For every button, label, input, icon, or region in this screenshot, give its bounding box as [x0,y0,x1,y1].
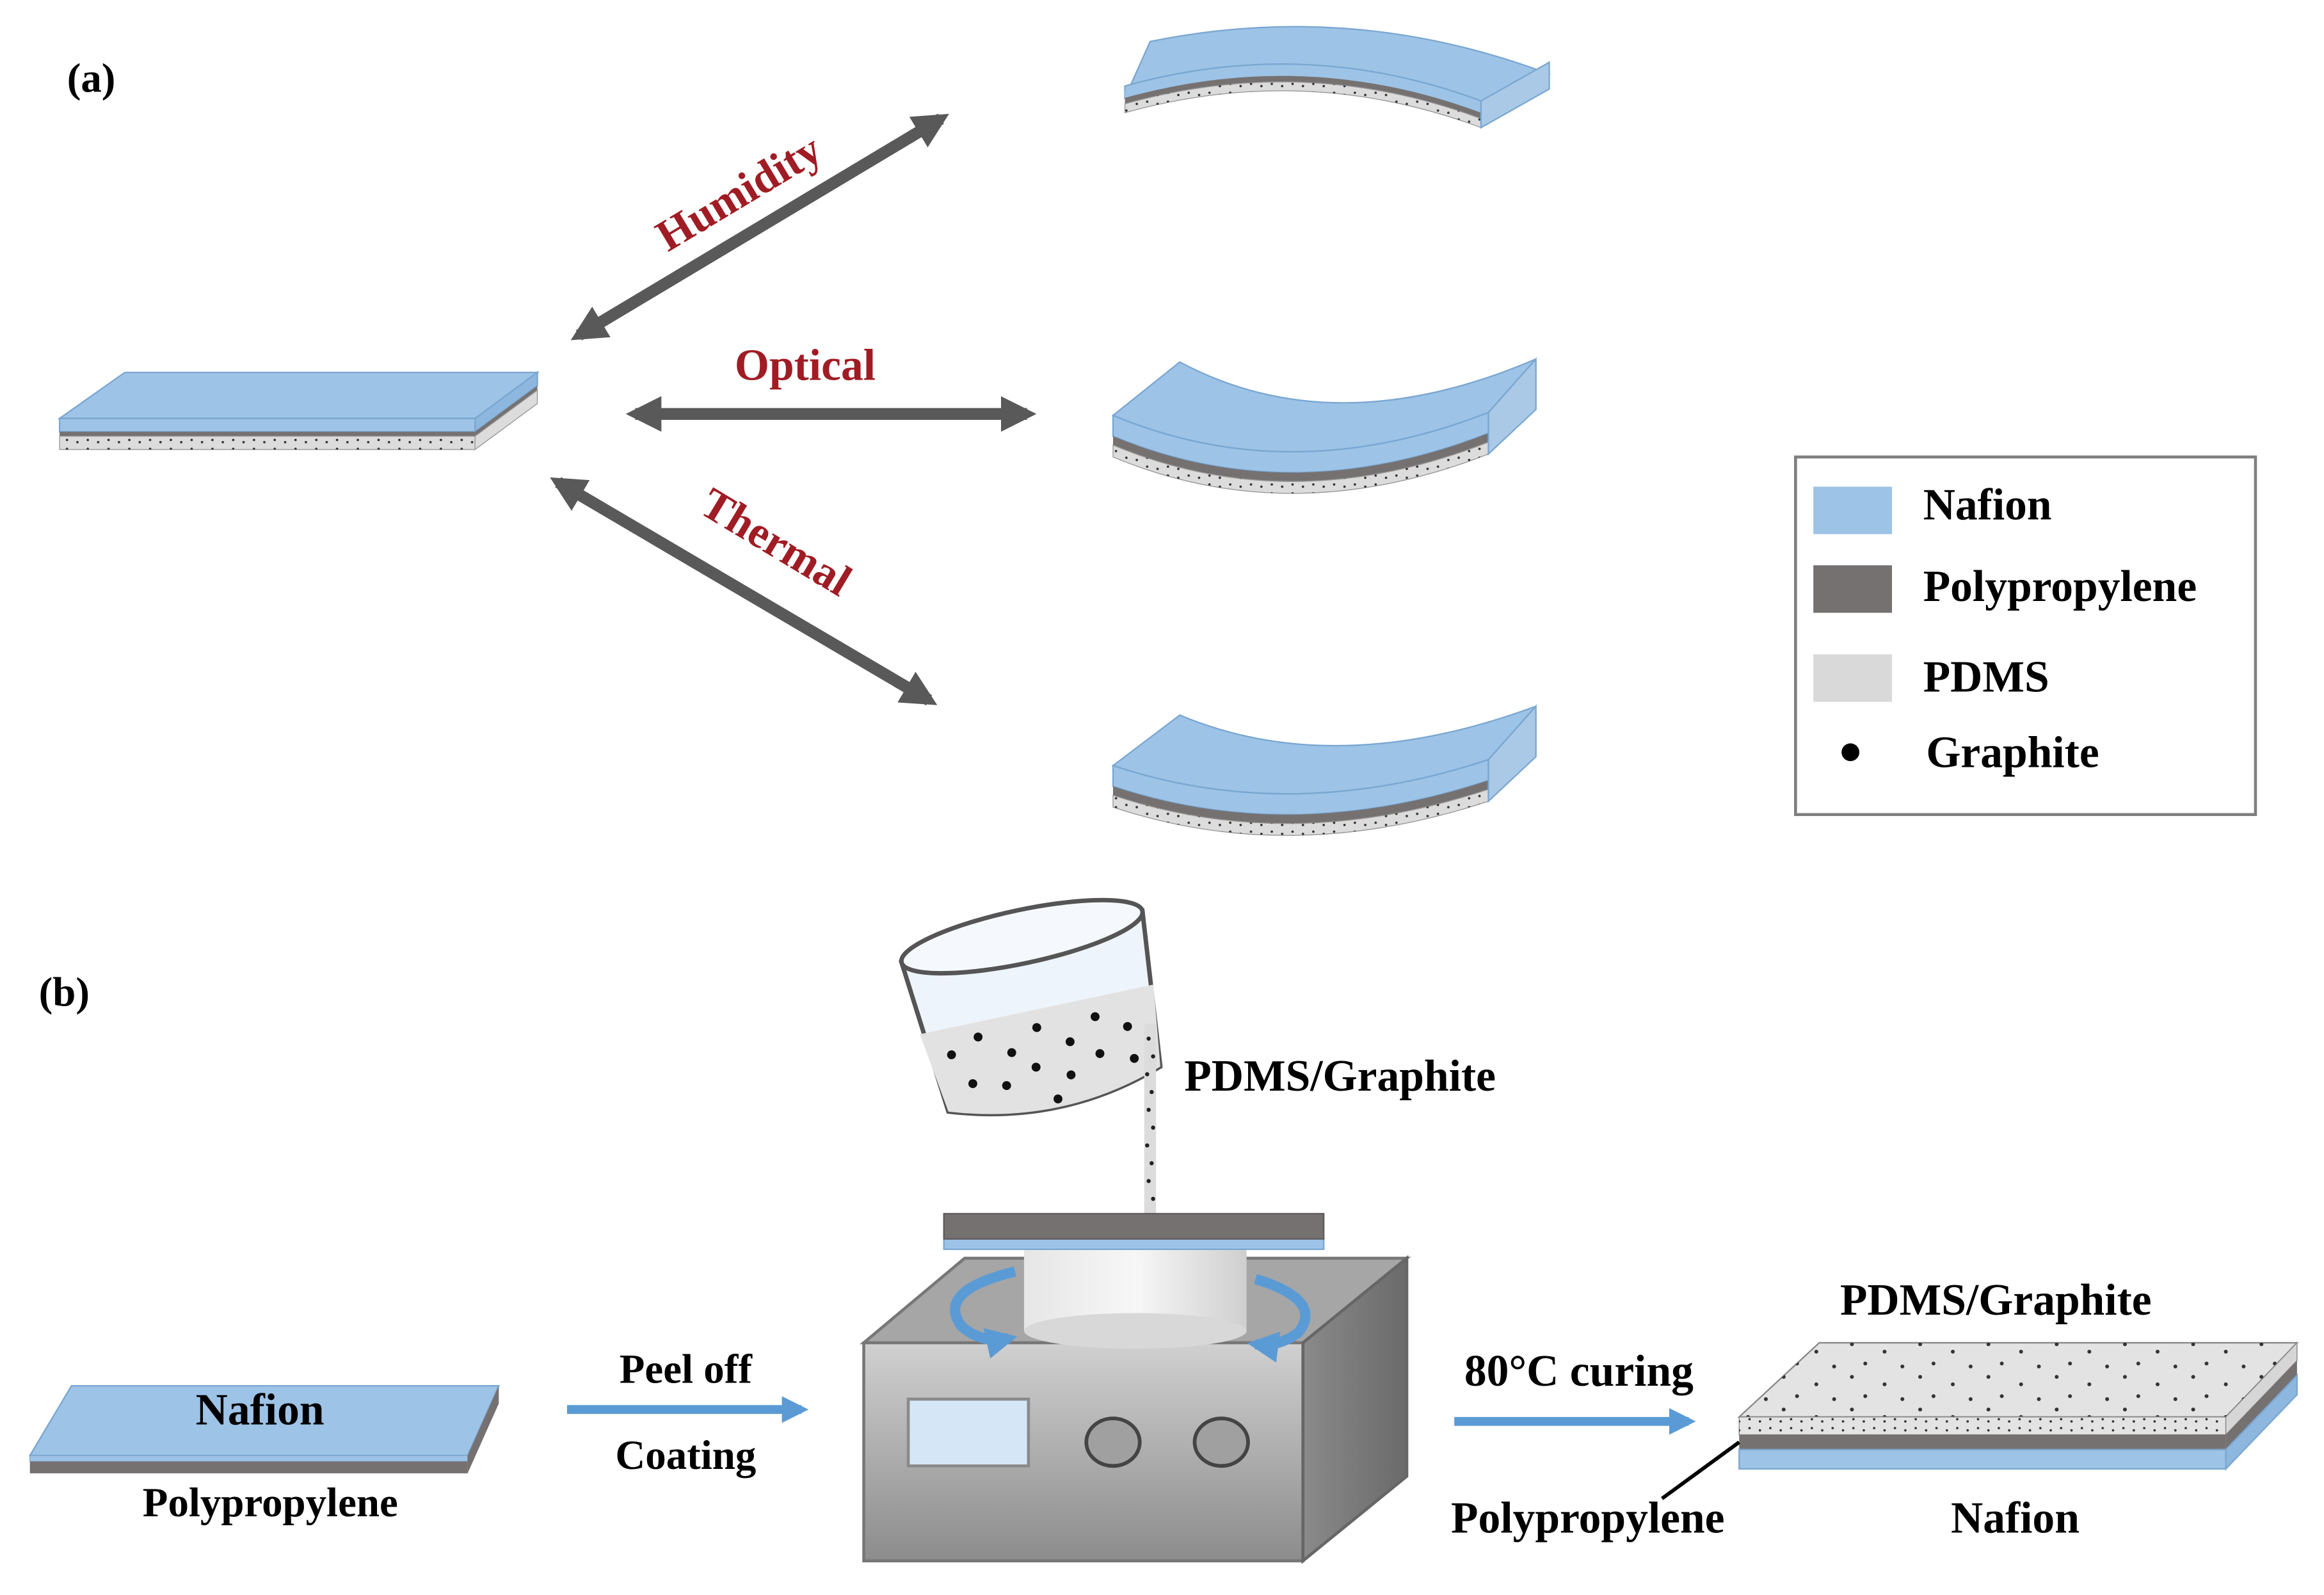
curing-label: 80°C curing [1464,1347,1694,1396]
panel-b-label: (b) [39,970,90,1016]
spin-coater [860,1213,1411,1564]
final-trilayer-film [1661,1342,2299,1500]
film-bottom-label: Polypropylene [143,1480,398,1526]
peel-off-label: Peel off [620,1347,753,1393]
legend-label-graphite: Graphite [1926,728,2099,777]
film-top-label: Nafion [196,1385,325,1434]
coating-label: Coating [615,1432,756,1479]
beaker-label: PDMS/Graphite [1184,1052,1496,1101]
flat-trilayer-film [57,371,540,451]
thermal-label: Thermal [693,478,860,605]
coater-knob [1192,1416,1250,1468]
legend-swatch-pdms [1813,654,1893,702]
legend: Nafion Polypropylene PDMS Graphite [1794,455,2257,816]
coater-knob [1084,1416,1142,1468]
final-bottom-label: Nafion [1951,1494,2080,1543]
legend-swatch-graphite [1841,743,1860,762]
humidity-arrow [570,113,949,341]
humidity-bent-film [1123,26,1551,129]
pdms-graphite-stream [1144,1023,1157,1223]
panel-a-label: (a) [67,56,116,102]
legend-swatch-polypropylene [1813,565,1893,613]
final-middle-label: Polypropylene [1451,1494,1725,1543]
thermal-bent-film [1111,704,1537,836]
legend-swatch-nafion [1813,486,1893,534]
nafion-polypropylene-film [28,1384,501,1473]
legend-label-pdms: PDMS [1923,652,2049,701]
polypropylene-leader-line [1661,1440,1740,1500]
thermal-arrow [550,477,938,706]
coater-display [906,1397,1030,1468]
optical-bent-film [1111,357,1537,494]
optical-label: Optical [735,341,876,390]
final-top-label: PDMS/Graphite [1840,1276,2152,1325]
legend-label-polypropylene: Polypropylene [1923,562,2197,611]
legend-label-nafion: Nafion [1923,480,2052,529]
beaker [899,897,1163,1117]
